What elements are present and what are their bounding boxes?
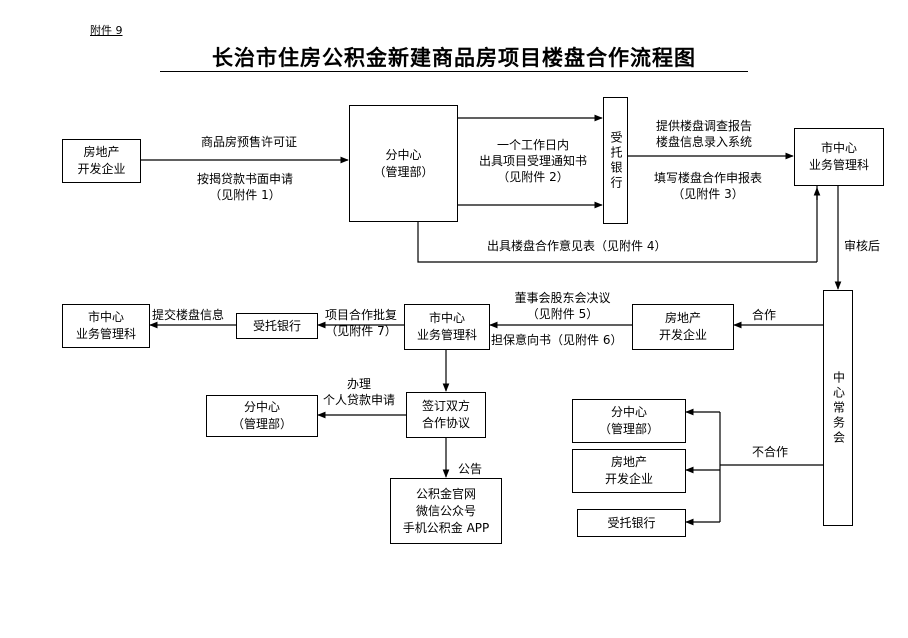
sub-center-box-bottom: 分中心 （管理部）	[206, 395, 318, 437]
developer-box-right: 房地产 开发企业	[572, 449, 686, 493]
attachment-label: 附件 9	[90, 24, 123, 37]
label-survey-report: 提供楼盘调查报告 楼盘信息录入系统	[656, 119, 753, 149]
label-after-review: 审核后	[844, 239, 881, 253]
city-center-box-top: 市中心 业务管理科	[794, 128, 884, 186]
label-project-approval: 项目合作批复 （见附件 7）	[324, 308, 397, 338]
page-title: 长治市住房公积金新建商品房项目楼盘合作流程图	[212, 46, 696, 70]
entrusted-bank-box-vertical: 受托银行	[603, 97, 628, 224]
label-opinion-table: 出具楼盘合作意见表（见附件 4）	[487, 239, 667, 253]
entrusted-bank-box-row2: 受托银行	[236, 313, 318, 339]
developer-box-mid: 房地产 开发企业	[632, 304, 734, 350]
label-presale-permit: 商品房预售许可证	[201, 135, 298, 149]
label-cooperate: 合作	[752, 308, 777, 322]
sub-center-box-top: 分中心 （管理部）	[349, 105, 458, 222]
announce-channels-box: 公积金官网 微信公众号 手机公积金 APP	[390, 478, 502, 544]
label-announce: 公告	[458, 462, 483, 476]
developer-box-top: 房地产 开发企业	[62, 139, 141, 183]
sub-center-box-right: 分中心 （管理部）	[572, 399, 686, 443]
center-committee-box: 中心常务会	[823, 290, 853, 526]
label-not-cooperate: 不合作	[752, 445, 789, 459]
label-loan-application: 按揭贷款书面申请 （见附件 1）	[197, 172, 294, 202]
title-underline	[160, 71, 748, 72]
sign-agreement-box: 签订双方 合作协议	[406, 392, 486, 438]
label-guarantee-letter: 担保意向书（见附件 6）	[491, 333, 623, 347]
label-handle-loan: 办理 个人贷款申请	[322, 377, 395, 407]
city-center-box-mid: 市中心 业务管理科	[404, 304, 490, 350]
label-submit-info: 提交楼盘信息	[152, 308, 225, 322]
entrusted-bank-box-right: 受托银行	[577, 509, 686, 537]
label-one-workday: 一个工作日内 出具项目受理通知书 （见附件 2）	[478, 138, 587, 184]
label-fill-application: 填写楼盘合作申报表 （见附件 3）	[653, 171, 762, 201]
city-center-box-left: 市中心 业务管理科	[62, 304, 150, 348]
label-board-resolution: 董事会股东会决议 （见附件 5）	[514, 291, 611, 321]
arrow-subcenter-opinion	[417, 222, 817, 263]
